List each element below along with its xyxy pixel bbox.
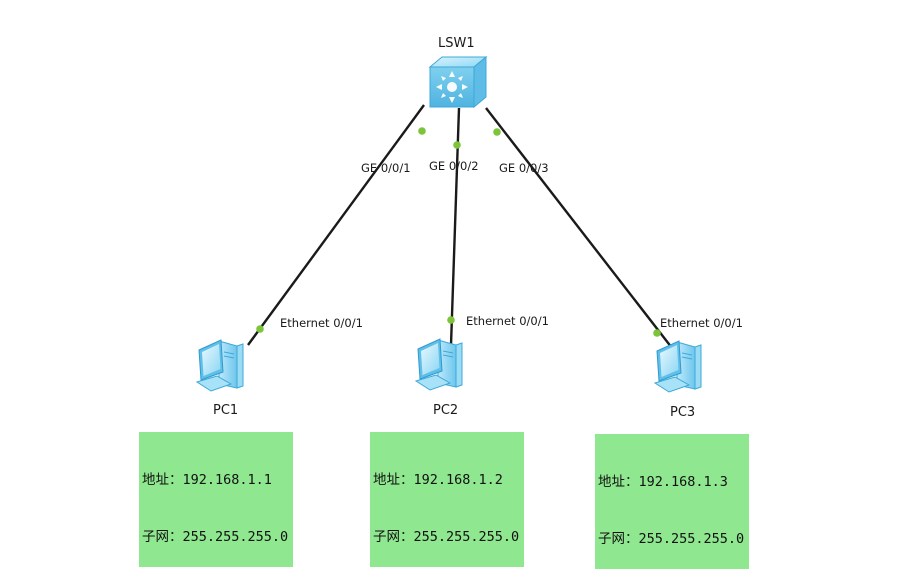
pc3-address-line: 地址：192.168.1.3 — [598, 474, 728, 490]
pc1-address-note: 地址：192.168.1.1 子网：255.255.255.0 — [139, 432, 294, 567]
network-topology: LSW1 PC1 PC2 PC3 GE 0/0/1 GE 0/0/2 GE 0/… — [196, 36, 743, 420]
pc1-mask-line: 子网：255.255.255.0 — [142, 529, 289, 545]
port-label-ge002: GE 0/0/2 — [429, 159, 479, 173]
pc3-mask-line: 子网：255.255.255.0 — [598, 531, 745, 547]
port-dot-ge003[interactable] — [493, 128, 501, 136]
port-label-pc2-eth001: Ethernet 0/0/1 — [466, 314, 549, 328]
pc1-label: PC1 — [213, 403, 238, 418]
pc3-label: PC3 — [670, 405, 695, 420]
desktop-pc-icon-pc3[interactable] — [654, 340, 702, 393]
cable-pc3 — [485, 107, 673, 349]
pc2-address-note: 地址：192.168.1.2 子网：255.255.255.0 — [370, 432, 525, 567]
port-label-ge001: GE 0/0/1 — [361, 161, 411, 175]
desktop-pc-icon-pc2[interactable] — [415, 338, 463, 391]
layer3-switch-icon[interactable] — [428, 55, 488, 109]
port-label-pc3-eth001: Ethernet 0/0/1 — [660, 316, 743, 330]
port-label-ge003: GE 0/0/3 — [499, 161, 549, 175]
port-dot-ge002[interactable] — [453, 141, 461, 149]
pc2-address-line: 地址：192.168.1.2 — [373, 472, 503, 488]
cable-pc1 — [247, 104, 425, 346]
port-dot-ge001[interactable] — [418, 127, 426, 135]
switch-label: LSW1 — [438, 36, 475, 51]
port-dot-pc2-eth001[interactable] — [447, 316, 455, 324]
port-dot-pc1-eth001[interactable] — [256, 325, 264, 333]
pc2-label: PC2 — [433, 403, 458, 418]
pc2-mask-line: 子网：255.255.255.0 — [373, 529, 520, 545]
pc1-address-line: 地址：192.168.1.1 — [142, 472, 272, 488]
port-label-pc1-eth001: Ethernet 0/0/1 — [280, 316, 363, 330]
desktop-pc-icon-pc1[interactable] — [196, 339, 244, 392]
pc3-address-note: 地址：192.168.1.3 子网：255.255.255.0 — [595, 434, 750, 569]
port-dot-pc3-eth001[interactable] — [653, 329, 661, 337]
